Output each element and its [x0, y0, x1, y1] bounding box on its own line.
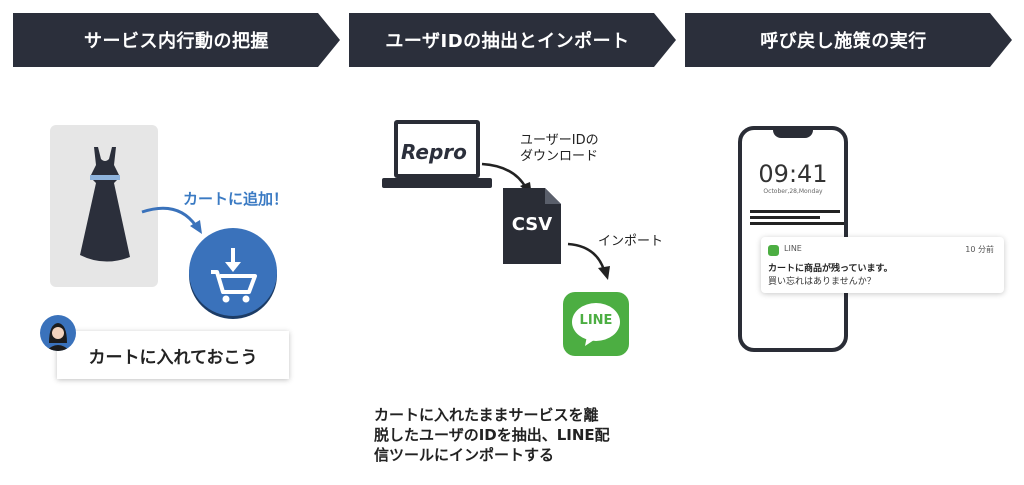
- arrow-to-cart-icon: [141, 206, 202, 234]
- csv-file-icon: [503, 188, 561, 264]
- csv-label: CSV: [511, 214, 553, 235]
- step-2-header: ユーザIDの抽出とインポート: [349, 13, 676, 67]
- notification-time: 10 分前: [965, 245, 994, 254]
- lock-screen-date: October,28,Monday: [763, 188, 823, 195]
- notification-title: カートに商品が残っています。: [768, 264, 893, 274]
- notification-body: 買い忘れはありませんか？: [768, 277, 876, 287]
- dress-icon: [80, 147, 130, 262]
- push-notification[interactable]: LINE 10 分前 カートに商品が残っています。 買い忘れはありませんか？: [761, 237, 1004, 293]
- step-3-header: 呼び戻し施策の実行: [685, 13, 1012, 67]
- repro-logo: Repro: [401, 140, 467, 164]
- product-card: [50, 125, 158, 287]
- arrow-import-icon: [567, 242, 610, 280]
- phone-notch: [773, 126, 813, 138]
- avatar: [40, 315, 76, 351]
- placeholder-line: [750, 222, 844, 225]
- import-label: インポート: [598, 234, 664, 249]
- line-app-icon: LINE: [563, 292, 629, 356]
- user-icon: [46, 323, 70, 351]
- laptop-icon: [382, 120, 492, 188]
- line-logo-text: LINE: [579, 313, 613, 328]
- download-label: ユーザーIDの ダウンロード: [520, 133, 599, 164]
- cart-icon: [189, 228, 277, 316]
- placeholder-line: [750, 216, 820, 219]
- speech-bubble: カートに入れておこう: [57, 331, 289, 379]
- step-2-description: カートに入れたままサービスを離 脱したユーザのIDを抽出、LINE配 信ツールに…: [374, 406, 610, 464]
- step-1-header: サービス内行動の把握: [13, 13, 340, 67]
- line-icon: [768, 245, 779, 256]
- add-to-cart-label: カートに追加！: [183, 190, 289, 208]
- placeholder-line: [750, 210, 840, 213]
- lock-screen-time: 09:41: [758, 160, 828, 188]
- notification-app-name: LINE: [784, 244, 802, 253]
